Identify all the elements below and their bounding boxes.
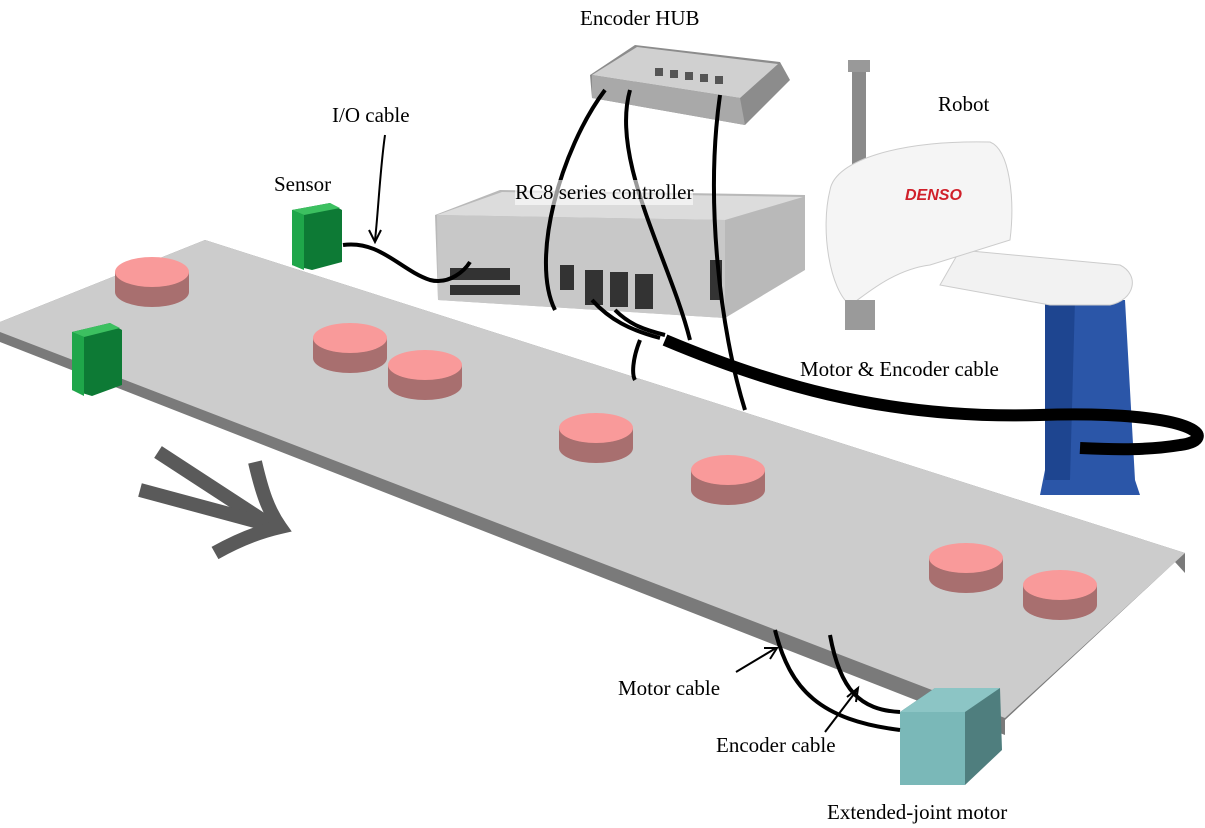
workpiece — [929, 543, 1003, 593]
workpiece — [559, 413, 633, 463]
label-controller: RC8 series controller — [515, 180, 694, 205]
label-extended-joint-motor: Extended-joint motor — [827, 800, 1008, 824]
workpiece — [388, 350, 462, 400]
rc8-controller — [435, 190, 805, 318]
workpiece — [1023, 570, 1097, 620]
workpiece — [313, 323, 387, 373]
leader-arrows — [368, 134, 860, 733]
sensor-box — [292, 203, 342, 270]
sensor-box-2 — [72, 323, 122, 396]
label-robot: Robot — [938, 92, 990, 116]
label-encoder-hub: Encoder HUB — [580, 6, 700, 30]
label-encoder-cable: Encoder cable — [716, 733, 836, 757]
label-motor-cable: Motor cable — [618, 676, 721, 700]
label-sensor: Sensor — [274, 172, 332, 196]
label-io-cable: I/O cable — [332, 103, 410, 127]
encoder-hub — [590, 45, 790, 125]
direction-arrow-icon — [138, 446, 292, 560]
denso-logo: DENSO — [905, 187, 962, 204]
motor-encoder-cable — [662, 334, 1204, 456]
conveyor — [0, 240, 1185, 735]
label-motor-encoder-cable: Motor & Encoder cable — [800, 357, 999, 381]
scara-robot: DENSO — [825, 60, 1140, 495]
workpiece — [691, 455, 765, 505]
extended-joint-motor — [900, 688, 1002, 785]
workpiece — [115, 257, 189, 307]
workpieces — [115, 257, 1097, 620]
